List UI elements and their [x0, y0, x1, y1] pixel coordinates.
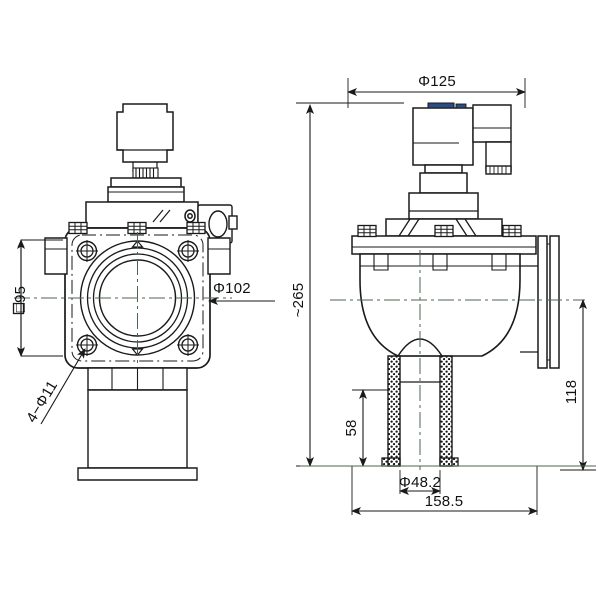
outlet-flange-side — [520, 235, 560, 369]
dimension-label-outlet-dia: Φ48.2 — [399, 474, 441, 491]
outlet-pipe-front — [77, 367, 198, 481]
solenoid-coil-side — [412, 102, 474, 166]
side-view-centerlines — [330, 250, 585, 470]
electrical-connector-front — [197, 204, 238, 244]
side-view: Φ125 ~265 58 118 Φ48.2 — [290, 73, 596, 515]
dimension-bore-dia: Φ102 — [208, 280, 275, 305]
dimension-label-overall-height: ~265 — [290, 283, 307, 318]
dimension-base-width: 158.5 — [351, 466, 538, 515]
dimension-label-base-width: 158.5 — [425, 493, 464, 510]
dimension-pipe-length: 58 — [343, 389, 390, 467]
dimension-flange-square: □95 — [12, 239, 63, 357]
coil-base-ribs — [132, 167, 159, 179]
flange-ears-front — [44, 237, 231, 275]
square-symbol — [12, 302, 25, 315]
front-view-centerlines — [14, 232, 232, 366]
dimension-label-outlet-height: 118 — [563, 380, 580, 405]
solenoid-coil-front — [116, 103, 174, 172]
dimension-label-pipe-length: 58 — [343, 419, 360, 436]
dimension-label-overall-width: Φ125 — [418, 73, 456, 90]
outlet-pipe-side — [381, 355, 459, 467]
dimension-outlet-dia: Φ48.2 — [399, 470, 441, 495]
cover-gusset-ribs — [398, 218, 477, 237]
bonnet-stack-front — [107, 177, 185, 203]
din-connector-side — [472, 104, 512, 175]
dimension-label-bore-dia: Φ102 — [213, 280, 251, 297]
dimension-label-flange-square: □95 — [12, 286, 29, 312]
bracket-lines-front — [152, 209, 171, 223]
valve-body-side — [359, 253, 528, 357]
bonnet-stack-side — [408, 164, 479, 220]
dimension-outlet-height: 118 — [560, 299, 596, 471]
